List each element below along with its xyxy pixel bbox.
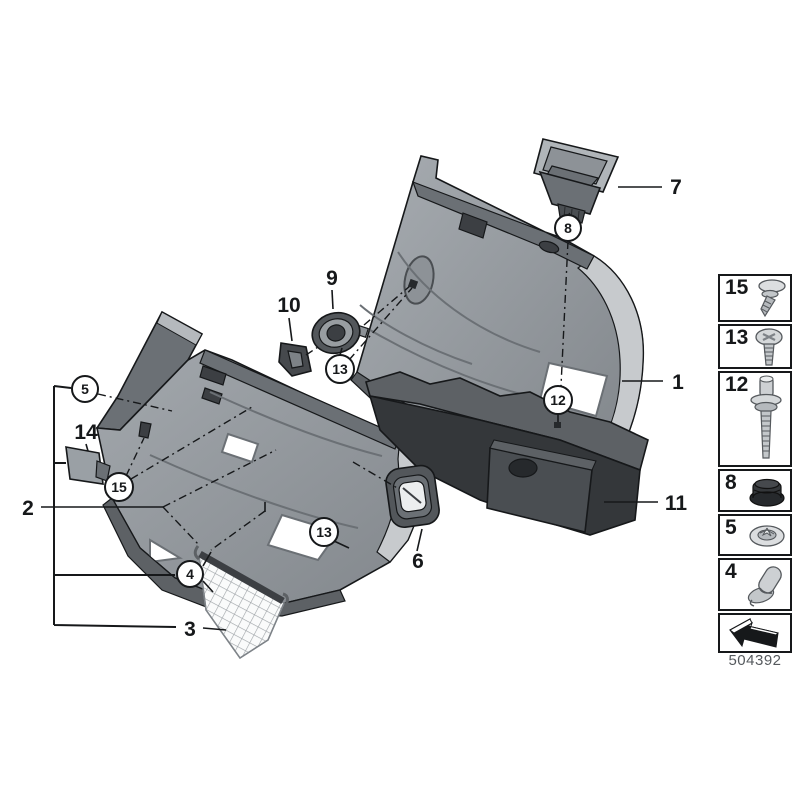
callout-9[interactable]: 9: [326, 267, 338, 290]
callout-7[interactable]: 7: [670, 176, 682, 199]
drawing-number: 504392: [728, 652, 782, 669]
callout-2[interactable]: 2: [22, 497, 34, 520]
mounting-clip: [138, 421, 152, 439]
svg-text:12: 12: [550, 392, 566, 408]
legend-item-4[interactable]: 4: [718, 558, 792, 611]
legend-direction-cell[interactable]: [718, 613, 792, 653]
pan-head-screw-icon: [755, 327, 783, 366]
edge-clip-icon: [747, 565, 782, 607]
legend-label: 12: [725, 373, 749, 396]
luggage-net: [193, 545, 289, 660]
stud-bolt-icon: [750, 375, 782, 459]
callout-11[interactable]: 11: [665, 492, 688, 515]
foam-recess: [508, 458, 538, 478]
callout-10[interactable]: 10: [277, 294, 300, 317]
legend-label: 5: [725, 516, 737, 539]
flange-hole: [201, 387, 223, 405]
legend-label: 8: [725, 471, 737, 494]
callout-circle-13-upper[interactable]: 13: [325, 354, 355, 384]
bracket-small: [278, 342, 312, 377]
top-flange: [199, 349, 401, 450]
svg-text:4: 4: [186, 566, 194, 582]
handle-hole: [538, 240, 560, 254]
blind-plug-icon: [749, 478, 785, 507]
legend-item-12[interactable]: 12: [718, 371, 792, 467]
callout-circle-12[interactable]: 12: [543, 385, 573, 415]
grommet-square: [385, 464, 440, 529]
svg-text:5: 5: [81, 381, 89, 397]
callout-circle-5[interactable]: 5: [71, 375, 99, 403]
svg-text:15: 15: [111, 479, 127, 495]
grommet-round: [311, 311, 370, 355]
callout-circle-8[interactable]: 8: [554, 214, 582, 242]
bracket-line: [53, 385, 177, 628]
legend-item-5[interactable]: 5: [718, 514, 792, 556]
callout-3[interactable]: 3: [184, 618, 196, 641]
direction-arrow-icon: [729, 617, 779, 648]
legend-label: 13: [725, 326, 749, 349]
legend-item-13[interactable]: 13: [718, 324, 792, 369]
leader-lines: [41, 186, 663, 631]
callout-6[interactable]: 6: [412, 550, 424, 573]
legend-item-15[interactable]: 15: [718, 274, 792, 322]
svg-text:13: 13: [316, 524, 332, 540]
storage-tray: [533, 138, 620, 224]
fastener-position-markers: [407, 278, 561, 428]
net-hook: [193, 545, 289, 606]
panel-opening: [149, 538, 183, 564]
callout-14[interactable]: 14: [74, 421, 98, 444]
legend-label: 15: [725, 276, 749, 299]
flange-hole: [199, 365, 227, 386]
panel-opening: [220, 432, 260, 464]
legend-label: 4: [725, 560, 737, 583]
spring-nut-icon: [749, 525, 785, 547]
callout-1[interactable]: 1: [672, 371, 684, 394]
legend-item-8[interactable]: 8: [718, 469, 792, 512]
flange-hole: [458, 212, 488, 239]
impact-foam-block: [365, 371, 649, 536]
svg-text:13: 13: [332, 361, 348, 377]
callout-circle-15[interactable]: 15: [104, 472, 134, 502]
callout-circle-13-lower[interactable]: 13: [309, 517, 339, 547]
bottom-edge: [102, 497, 346, 617]
expanding-rivet-icon: [758, 279, 786, 318]
callout-circle-4[interactable]: 4: [176, 560, 204, 588]
svg-text:8: 8: [564, 220, 572, 236]
net-top-bar: [198, 550, 285, 605]
